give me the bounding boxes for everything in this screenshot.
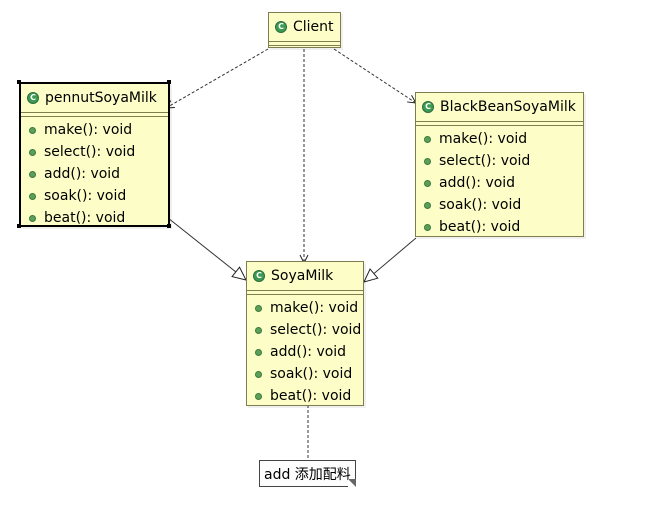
class-client[interactable]: C Client [268,12,341,48]
method-item[interactable]: select(): void [247,319,363,341]
public-method-icon [424,201,431,209]
selection-handle[interactable] [167,80,171,84]
class-icon: C [422,101,434,113]
class-soyamilk-header: C SoyaMilk [247,262,363,291]
class-soyamilk-name: SoyaMilk [271,268,334,284]
dependency-client-pennut [166,48,269,108]
class-soyamilk-methods: make(): void select(): void add(): void … [247,295,363,408]
method-label: beat(): void [44,210,126,226]
class-blackbean-attributes [416,122,583,126]
public-method-icon [255,304,262,312]
method-label: beat(): void [270,388,352,404]
public-method-icon [424,157,431,165]
class-blackbean-methods: make(): void select(): void add(): void … [416,126,583,239]
selection-handle[interactable] [17,224,21,228]
class-pennut-attributes [21,113,168,117]
method-item[interactable]: beat(): void [247,385,363,407]
method-item[interactable]: select(): void [416,150,583,172]
method-label: make(): void [270,300,359,316]
class-pennut-header: C pennutSoyaMilk [21,84,168,113]
class-pennut-name: pennutSoyaMilk [45,90,157,106]
public-method-icon [424,179,431,187]
selection-handle[interactable] [17,80,21,84]
class-client-name: Client [293,19,334,35]
method-label: soak(): void [44,188,127,204]
public-method-icon [29,170,36,178]
public-method-icon [29,126,36,134]
public-method-icon [255,392,262,400]
class-pennut-methods: make(): void select(): void add(): void … [21,117,168,230]
note-box[interactable]: add 添加配料 [259,460,356,487]
method-label: select(): void [44,144,136,160]
method-label: add(): void [44,166,121,182]
method-item[interactable]: add(): void [416,172,583,194]
method-label: select(): void [270,322,362,338]
class-client-attributes [269,42,340,46]
public-method-icon [29,214,36,222]
public-method-icon [29,192,36,200]
public-method-icon [255,370,262,378]
public-method-icon [29,148,36,156]
method-item[interactable]: beat(): void [416,216,583,238]
note-fold-corner [348,479,356,487]
public-method-icon [424,223,431,231]
method-item[interactable]: add(): void [247,341,363,363]
method-item[interactable]: add(): void [21,163,168,185]
method-label: select(): void [439,153,531,169]
generalization-blackbean-soyamilk [363,237,417,283]
method-item[interactable]: select(): void [21,141,168,163]
method-item[interactable]: beat(): void [21,207,168,229]
class-pennut-soyamilk[interactable]: C pennutSoyaMilk make(): void select(): … [19,82,170,227]
method-label: beat(): void [439,219,521,235]
dependency-client-blackbean [333,48,416,103]
method-label: soak(): void [270,366,353,382]
method-item[interactable]: soak(): void [416,194,583,216]
class-soyamilk-attributes [247,291,363,295]
class-icon: C [27,92,39,104]
public-method-icon [255,348,262,356]
method-label: add(): void [270,344,347,360]
class-blackbean-name: BlackBeanSoyaMilk [440,99,576,115]
class-soyamilk[interactable]: C SoyaMilk make(): void select(): void a… [246,261,364,406]
class-icon: C [253,270,265,282]
method-item[interactable]: soak(): void [247,363,363,385]
method-item[interactable]: make(): void [21,119,168,141]
generalization-pennut-soyamilk [167,217,247,281]
class-icon: C [275,21,287,33]
method-item[interactable]: make(): void [416,128,583,150]
class-client-header: C Client [269,13,340,42]
method-label: add(): void [439,175,516,191]
method-label: make(): void [439,131,528,147]
class-blackbean-soyamilk[interactable]: C BlackBeanSoyaMilk make(): void select(… [415,92,584,237]
selection-handle[interactable] [167,224,171,228]
method-label: make(): void [44,122,133,138]
public-method-icon [255,326,262,334]
method-item[interactable]: make(): void [247,297,363,319]
note-text: add 添加配料 [264,466,351,483]
method-item[interactable]: soak(): void [21,185,168,207]
public-method-icon [424,135,431,143]
method-label: soak(): void [439,197,522,213]
class-blackbean-header: C BlackBeanSoyaMilk [416,93,583,122]
